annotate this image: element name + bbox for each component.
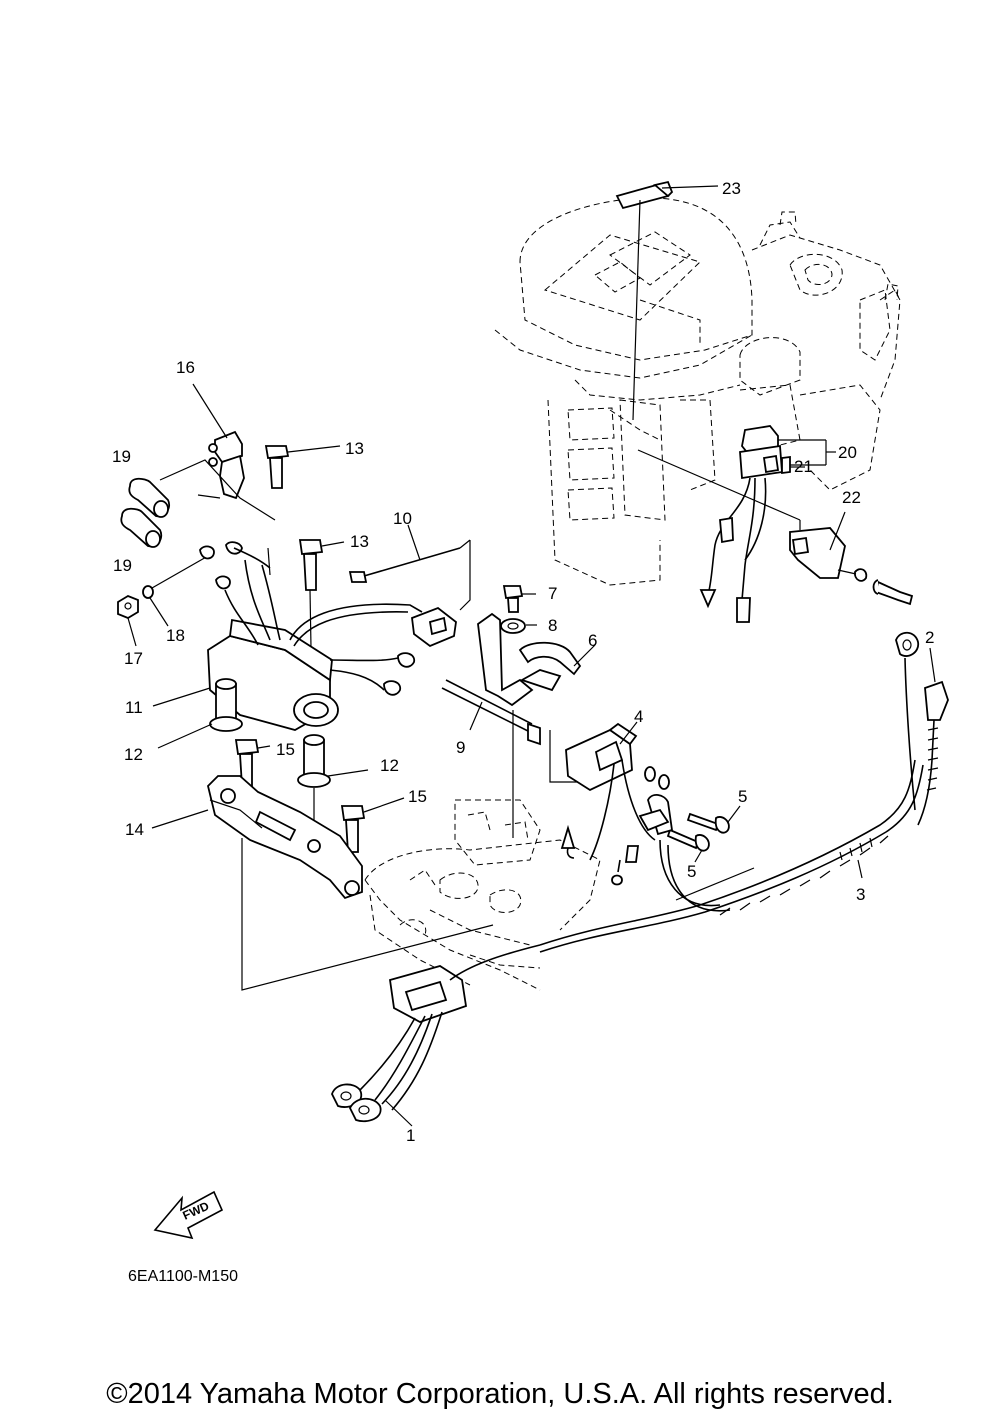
callout-13-lower: 13 [350,532,369,551]
sleeve-parts [120,477,170,548]
bracket-part [477,612,596,838]
battery-cable-part [331,944,541,1127]
callout-11: 11 [125,698,143,717]
callout-labels: 1 2 3 4 5 5 6 7 8 9 10 11 12 12 13 13 14… [112,179,934,1145]
callout-17: 17 [124,649,143,668]
cdi-unit-part [152,541,457,731]
diagram-code: 6EA1100-M150 [128,1268,238,1285]
callout-19-upper: 19 [112,447,131,466]
callout-5-upper: 5 [738,787,747,806]
fwd-arrow-icon: FWD [153,1190,224,1240]
callout-13-upper: 13 [345,439,364,458]
bolt-part [686,805,741,834]
fwd-label: FWD [181,1199,212,1223]
callout-12-right: 12 [380,756,399,775]
callout-9: 9 [456,738,465,757]
relay-bracket-part [789,511,914,606]
bottom-cowling-outline [364,799,601,991]
callout-3: 3 [856,885,865,904]
nut-part [117,594,139,647]
callout-2: 2 [925,628,934,647]
clip-part [615,180,719,421]
bolt-part [340,797,405,885]
engine-outline [494,197,901,586]
callout-23: 23 [722,179,741,198]
bolt-part [666,828,710,863]
callout-18: 18 [166,626,185,645]
washer-part [142,555,209,627]
lead-wire-part [895,631,949,826]
collar-part [157,678,243,749]
switch-part [159,383,276,521]
callout-12-left: 12 [124,745,143,764]
callout-6: 6 [588,631,597,650]
bolt-part [264,445,341,489]
callout-10: 10 [393,509,412,528]
callout-5-lower: 5 [687,862,696,881]
callout-20: 20 [838,443,857,462]
relay-part [637,425,836,623]
callout-21: 21 [794,457,813,476]
callout-7: 7 [548,584,557,603]
wire-harness-part [539,759,924,953]
callout-19-lower: 19 [113,556,132,575]
callout-15-left: 15 [276,740,295,759]
copyright-notice: ©2014 Yamaha Motor Corporation, U.S.A. A… [106,1378,894,1410]
plate-part [151,775,494,991]
bolt-part [502,585,536,613]
cable-tie-part [441,679,580,783]
callout-8: 8 [548,616,557,635]
washer-part [500,618,537,634]
cable-tie-part [348,524,471,611]
callout-15-right: 15 [408,787,427,806]
callout-4: 4 [634,707,643,726]
callout-14: 14 [125,820,144,839]
callout-16: 16 [176,358,195,377]
callout-1: 1 [406,1126,415,1145]
rectifier-part [560,721,670,886]
callout-22: 22 [842,488,861,507]
